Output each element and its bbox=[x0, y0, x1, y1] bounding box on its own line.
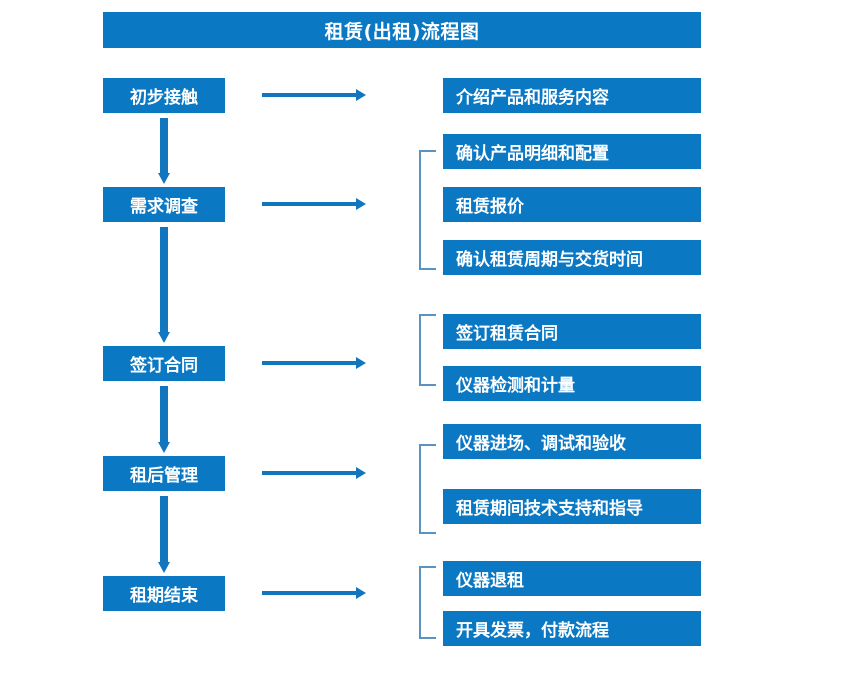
arrow-right-租期结束 bbox=[262, 586, 366, 600]
detail-box-仪器进场调试和验收[interactable]: 仪器进场、调试和验收 bbox=[443, 424, 701, 459]
stage-box-签订合同[interactable]: 签订合同 bbox=[103, 346, 225, 381]
bracket-group-需求调查 bbox=[419, 150, 436, 270]
detail-box-仪器退租[interactable]: 仪器退租 bbox=[443, 561, 701, 596]
arrow-head-down-icon bbox=[158, 173, 170, 184]
arrow-shaft bbox=[262, 93, 357, 97]
detail-box-签订租赁合同[interactable]: 签订租赁合同 bbox=[443, 314, 701, 349]
bracket-group-租后管理 bbox=[419, 444, 436, 534]
arrow-shaft bbox=[160, 227, 168, 332]
detail-box-确认租赁周期与交货时间[interactable]: 确认租赁周期与交货时间 bbox=[443, 240, 701, 275]
arrow-head-down-icon bbox=[158, 442, 170, 453]
arrow-shaft bbox=[160, 386, 168, 442]
arrow-head-down-icon bbox=[158, 562, 170, 573]
arrow-right-需求调查 bbox=[262, 197, 366, 211]
arrow-shaft bbox=[262, 361, 357, 365]
stage-box-初步接触[interactable]: 初步接触 bbox=[103, 78, 225, 113]
arrow-down-需求调查-签订合同 bbox=[158, 227, 170, 343]
stage-box-租后管理[interactable]: 租后管理 bbox=[103, 456, 225, 491]
arrow-head-right-icon bbox=[356, 89, 366, 101]
arrow-head-right-icon bbox=[356, 357, 366, 369]
detail-box-确认产品明细和配置[interactable]: 确认产品明细和配置 bbox=[443, 134, 701, 169]
arrow-shaft bbox=[262, 591, 357, 595]
arrow-head-right-icon bbox=[356, 198, 366, 210]
page-title: 租赁(出租)流程图 bbox=[103, 12, 701, 48]
arrow-right-租后管理 bbox=[262, 466, 366, 480]
stage-box-租期结束[interactable]: 租期结束 bbox=[103, 576, 225, 611]
arrow-shaft bbox=[262, 471, 357, 475]
detail-box-开具发票付款流程[interactable]: 开具发票，付款流程 bbox=[443, 611, 701, 646]
stage-box-需求调查[interactable]: 需求调查 bbox=[103, 187, 225, 222]
detail-box-介绍产品和服务内容[interactable]: 介绍产品和服务内容 bbox=[443, 78, 701, 113]
arrow-down-租后管理-租期结束 bbox=[158, 496, 170, 573]
arrow-right-初步接触 bbox=[262, 88, 366, 102]
bracket-group-签订合同 bbox=[419, 314, 436, 386]
arrow-head-right-icon bbox=[356, 467, 366, 479]
arrow-down-初步接触-需求调查 bbox=[158, 118, 170, 184]
arrow-shaft bbox=[262, 202, 357, 206]
bracket-group-租期结束 bbox=[419, 566, 436, 639]
arrow-shaft bbox=[160, 496, 168, 562]
arrow-down-签订合同-租后管理 bbox=[158, 386, 170, 453]
arrow-right-签订合同 bbox=[262, 356, 366, 370]
detail-box-租赁报价[interactable]: 租赁报价 bbox=[443, 187, 701, 222]
arrow-head-down-icon bbox=[158, 332, 170, 343]
detail-box-租赁期间技术支持和指导[interactable]: 租赁期间技术支持和指导 bbox=[443, 489, 701, 524]
arrow-head-right-icon bbox=[356, 587, 366, 599]
arrow-shaft bbox=[160, 118, 168, 173]
detail-box-仪器检测和计量[interactable]: 仪器检测和计量 bbox=[443, 366, 701, 401]
